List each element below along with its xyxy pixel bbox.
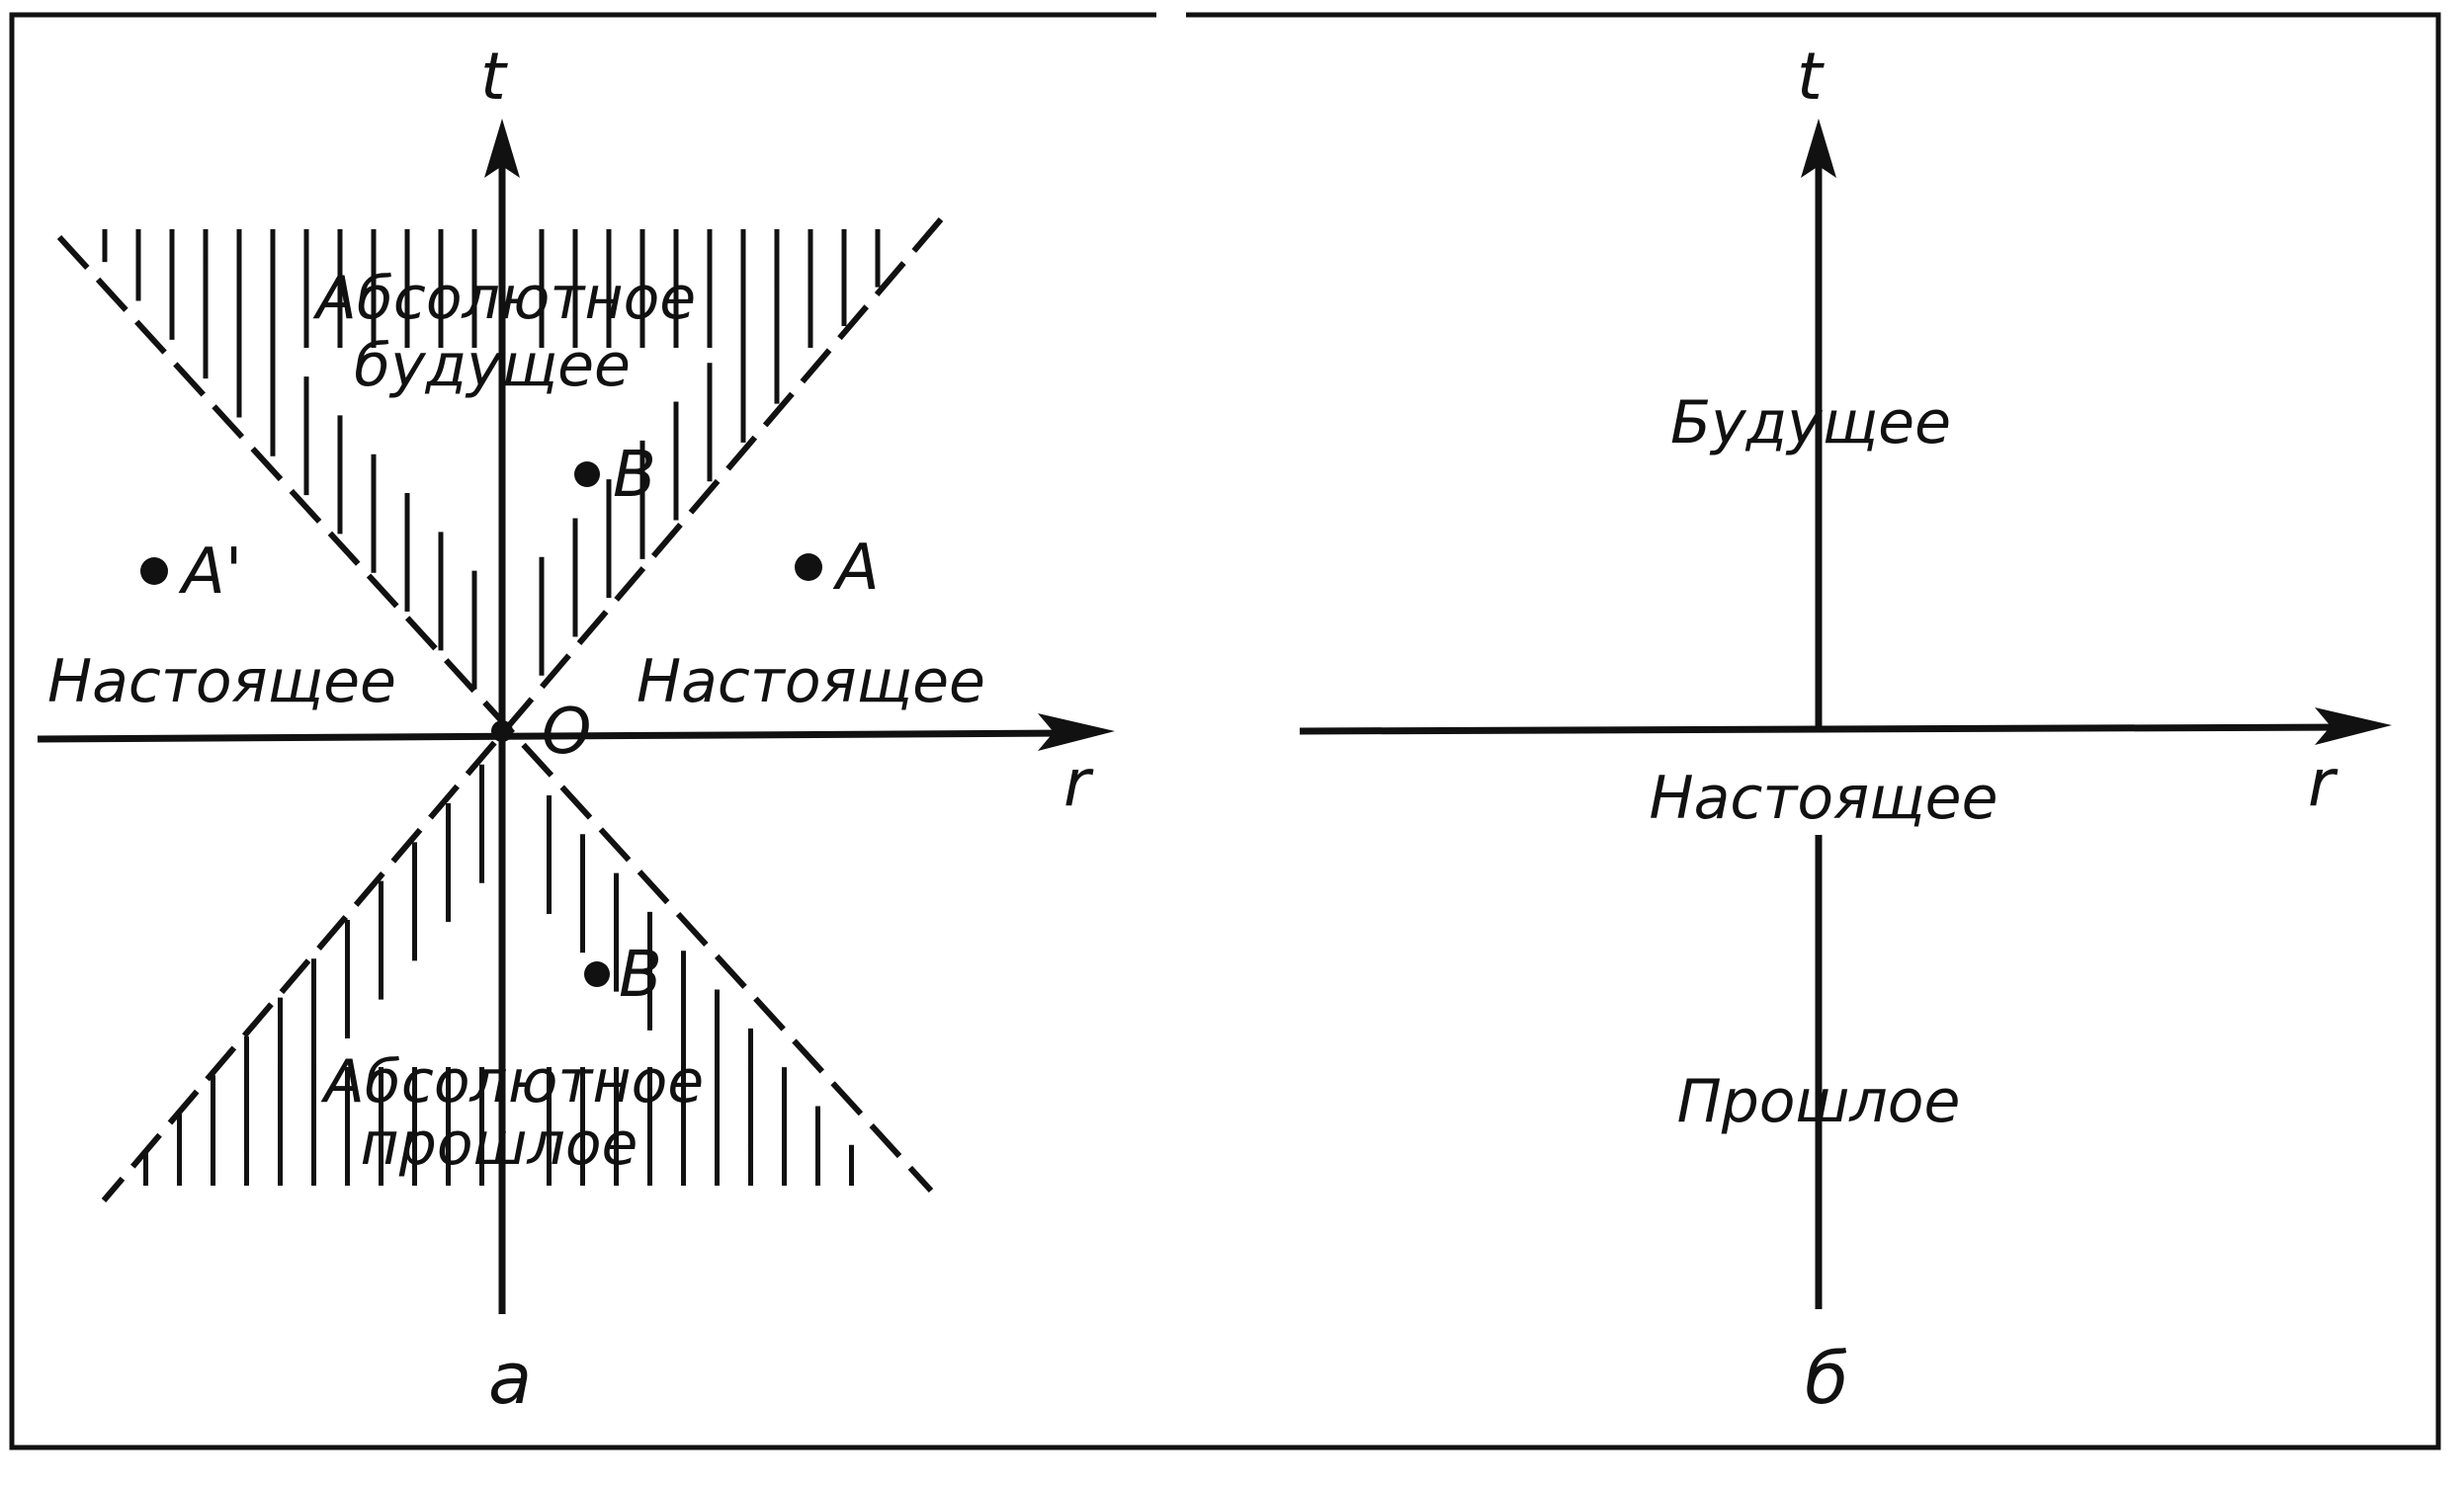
r-axis-b [1299, 723, 2348, 735]
point-b-upper [574, 461, 600, 487]
r-axis-a-label: r [1063, 745, 1094, 821]
point-a-prime-label: A' [178, 536, 242, 609]
r-axis-a [37, 729, 1068, 743]
absolute-past-label-line1: Абсолютное [320, 1047, 704, 1116]
origin-point [491, 720, 513, 742]
t-axis-a-arrowhead [484, 119, 520, 178]
t-axis-a-label: t [480, 39, 508, 115]
light-cone-line-left [56, 234, 934, 1194]
absolute-future-label-line2: будущее [354, 331, 631, 400]
panel-a-caption: a [488, 1337, 532, 1420]
t-axis-b-label: t [1797, 39, 1825, 115]
panel-b: t r Будущее Настоящее Прошлое б [1299, 39, 2392, 1420]
light-cone-line-right [101, 217, 944, 1202]
present-label-right: Настоящее [637, 647, 985, 716]
point-a-label: A [832, 532, 880, 605]
panel-b-caption: б [1805, 1337, 1848, 1420]
point-b-upper-label: B [613, 439, 656, 512]
present-label-left: Настоящее [47, 647, 396, 716]
point-b-lower-label: B [619, 939, 662, 1012]
origin-label: O [542, 696, 591, 769]
point-b-lower [584, 961, 610, 987]
past-label: Прошлое [1677, 1067, 1961, 1136]
point-a-prime [140, 557, 168, 585]
absolute-future-hatching [102, 229, 881, 690]
panel-a: t r O Абсолютное будущее Абсолютное прош… [37, 39, 1115, 1420]
r-axis-a-arrowhead [1038, 713, 1115, 751]
future-label: Будущее [1670, 388, 1951, 457]
point-a [795, 553, 822, 581]
absolute-future-label-line1: Абсолютное [312, 264, 696, 333]
absolute-past-hatching [143, 764, 855, 1186]
present-label: Настоящее [1650, 764, 1998, 833]
r-axis-b-label: r [2308, 745, 2338, 821]
absolute-past-label-line2: прошлое [361, 1110, 638, 1179]
t-axis-b-arrowhead [1801, 119, 1836, 178]
figure-frame [9, 12, 2441, 1450]
r-axis-b-arrowhead [2315, 707, 2392, 745]
